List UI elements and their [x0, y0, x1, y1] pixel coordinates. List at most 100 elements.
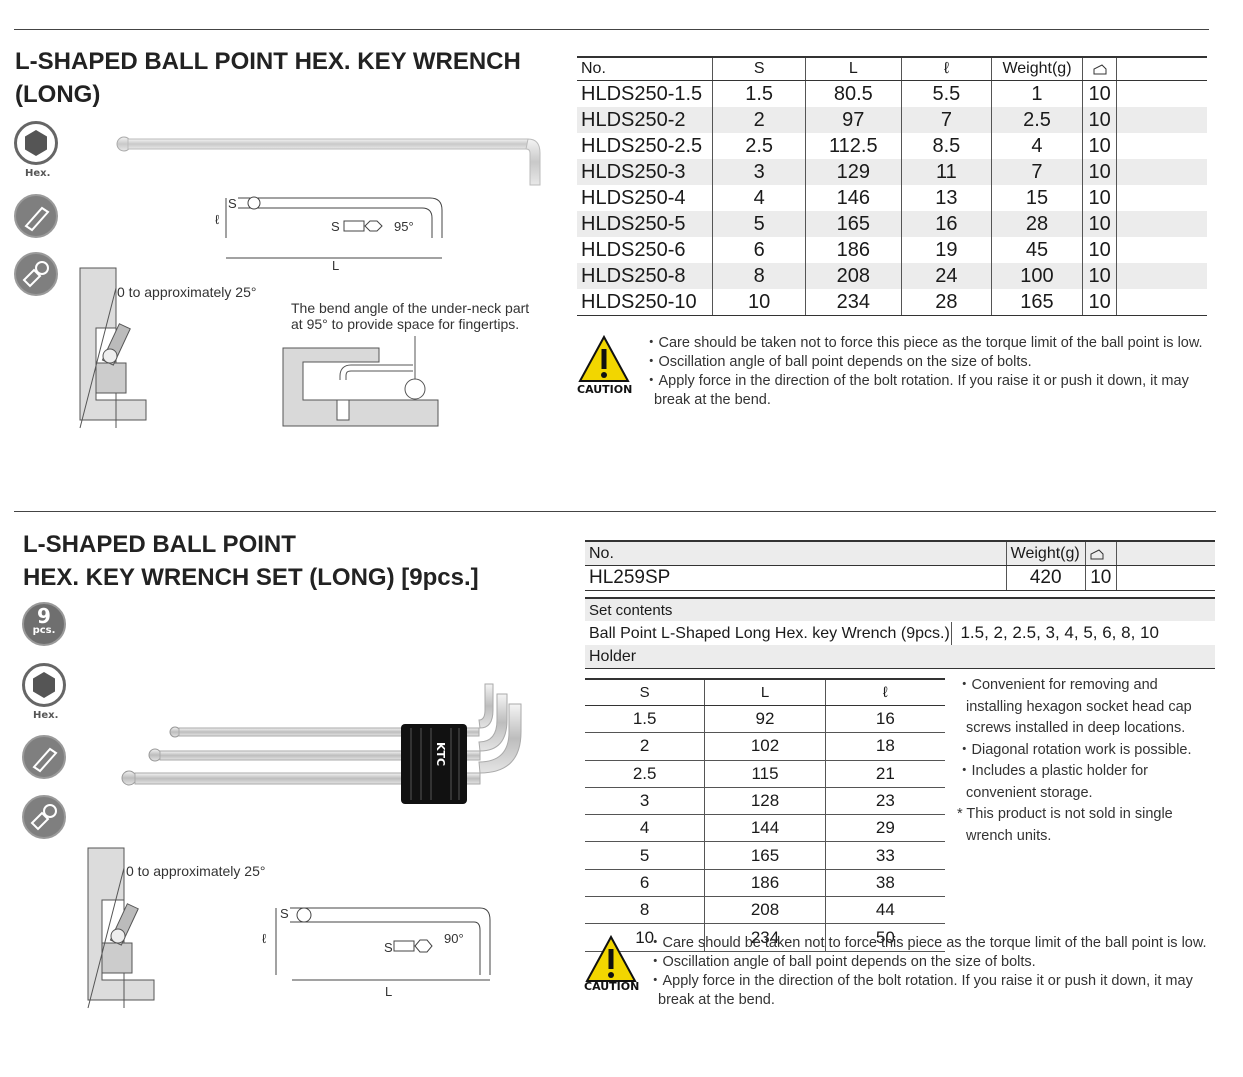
col-weight-2: Weight(g) — [1006, 540, 1086, 566]
set-item-sizes: 1.5, 2, 2.5, 3, 4, 5, 6, 8, 10 — [960, 623, 1159, 642]
table-cell — [1116, 107, 1207, 133]
ball-point-icon — [14, 252, 58, 296]
table-cell: 2.5 — [585, 760, 706, 788]
hex-icon-label-2: Hex. — [33, 710, 59, 721]
table-cell: 208 — [704, 896, 826, 925]
angle-note-2: 0 to approximately 25° — [126, 863, 266, 879]
model-no-cell: HLDS250-4 — [577, 185, 714, 211]
holder-label: Holder — [589, 648, 637, 665]
table-cell: 45 — [991, 237, 1083, 263]
set-empty-cell — [1116, 565, 1215, 591]
table-cell: 3 — [585, 787, 706, 816]
table-cell: 234 — [704, 923, 826, 952]
holder-bar: Holder — [585, 645, 1215, 669]
table-cell: 19 — [901, 237, 993, 263]
model-no-cell: HLDS250-8 — [577, 263, 714, 289]
dimension-diagram — [225, 196, 443, 259]
section2-title-line1: L-SHAPED BALL POINT — [23, 531, 296, 558]
table-cell: 2 — [712, 107, 806, 133]
set-model-no: HL259SP — [585, 565, 1007, 591]
table-cell — [1116, 211, 1207, 237]
bend-note-line1: The bend angle of the under-neck part — [291, 300, 530, 316]
table-cell: 23 — [825, 787, 945, 816]
table-cell: 146 — [805, 185, 902, 211]
feature-item: ・Diagonal rotation work is possible. — [957, 741, 1192, 758]
hex-type-icon — [14, 121, 58, 165]
set-data-row: HL259SP 420 10 — [585, 565, 1215, 591]
table-cell: 4 — [712, 185, 806, 211]
table-cell — [1117, 185, 1207, 211]
spec-table-1-header: No. S L ℓ Weight(g) — [577, 56, 1207, 81]
set-weight: 420 — [1006, 565, 1086, 591]
table-cell — [1117, 133, 1207, 159]
caution-label-2: CAUTION — [584, 980, 640, 993]
table-cell: 112.5 — [805, 133, 902, 159]
feature-list: ・Convenient for removing and installing … — [955, 675, 1215, 847]
feature-item: ・Convenient for removing and installing … — [957, 677, 1192, 736]
table-cell: 24 — [901, 263, 993, 289]
caution-list-2: ・Care should be taken not to force this … — [646, 934, 1226, 1010]
table-cell: 8.5 — [901, 133, 993, 159]
badge-unit: pcs. — [32, 625, 56, 636]
table-cell: 33 — [825, 841, 945, 870]
hex-bit-icon-2 — [22, 735, 66, 779]
table-cell: 10 — [1082, 211, 1118, 237]
table-cell: 28 — [991, 211, 1083, 237]
hex-type-icon-2 — [22, 663, 66, 707]
caution-item: ・Apply force in the direction of the bol… — [648, 973, 1193, 1008]
dim-s2-label-2: S — [384, 940, 393, 955]
top-divider — [14, 29, 1209, 30]
hex-bar-icon — [24, 206, 50, 232]
caution-item: ・Oscillation angle of ball point depends… — [648, 954, 1036, 970]
table-cell: 6 — [585, 869, 706, 898]
table-cell: 80.5 — [805, 80, 902, 107]
dim-small-l-label: ℓ — [215, 212, 220, 227]
feature-note: * This product is not sold in single wre… — [957, 806, 1173, 844]
table-cell: 165 — [704, 841, 826, 870]
hex-bar-icon — [32, 747, 58, 773]
table-cell: 10 — [1082, 237, 1118, 263]
table-cell: 38 — [825, 869, 945, 898]
table-cell: 10 — [1082, 289, 1118, 316]
table-cell: 16 — [825, 705, 945, 734]
col-s-2: S — [585, 678, 706, 706]
set-item-name: Ball Point L-Shaped Long Hex. key Wrench… — [589, 622, 952, 646]
table-cell: 7 — [991, 159, 1083, 185]
pack-quantity-icon — [1093, 64, 1107, 75]
table-cell: 10 — [1082, 263, 1118, 289]
caution-item: ・Oscillation angle of ball point depends… — [644, 354, 1032, 370]
table-cell: 102 — [704, 732, 826, 761]
angle-note: 0 to approximately 25° — [117, 284, 257, 300]
feature-item: ・Includes a plastic holder for convenien… — [957, 763, 1149, 801]
table-cell: 1.5 — [712, 80, 806, 107]
table-cell: 11 — [901, 159, 993, 185]
model-no-cell: HLDS250-6 — [577, 237, 714, 263]
model-no-cell: HLDS250-5 — [577, 211, 714, 237]
table-cell: 10 — [1082, 159, 1118, 185]
col-weight: Weight(g) — [991, 56, 1083, 81]
table-cell — [1117, 237, 1207, 263]
set-contents-bar: Set contents — [585, 597, 1215, 621]
socket-angle-diagram-2 — [87, 847, 155, 1009]
col-pack-2 — [1085, 540, 1117, 566]
fingertip-diagram — [282, 336, 439, 427]
table-cell: 16 — [901, 211, 993, 237]
set-sizes-header: S L ℓ — [585, 678, 945, 706]
table-cell: 165 — [991, 289, 1083, 316]
table-cell: 5 — [585, 841, 706, 870]
table-cell: 128 — [704, 787, 826, 816]
section1-title: L-SHAPED BALL POINT HEX. KEY WRENCH (LON… — [15, 45, 521, 111]
model-no-cell: HLDS250-2 — [577, 107, 714, 133]
table-cell: 144 — [704, 814, 826, 843]
table-cell — [1116, 159, 1207, 185]
ball-hex-icon — [22, 261, 49, 288]
